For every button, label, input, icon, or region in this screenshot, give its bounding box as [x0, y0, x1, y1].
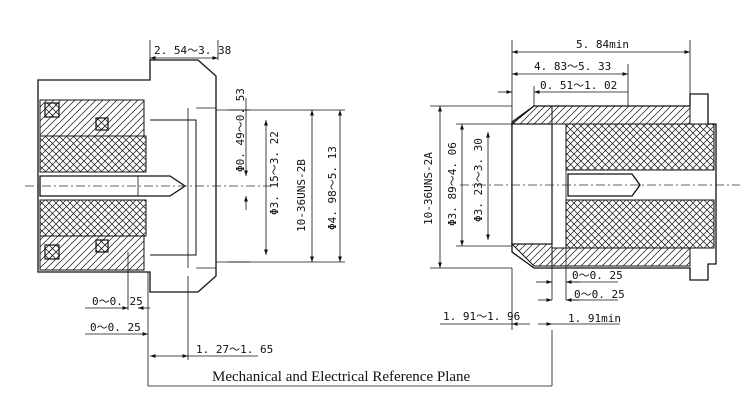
female-oring-top-inner — [95, 117, 109, 131]
male-body-dim: 4. 83～5. 33 — [534, 60, 611, 73]
male-overall-dim: 5. 84min — [576, 38, 629, 51]
male-lower-dielectric — [565, 199, 715, 249]
female-dimensions: 2. 54～3. 38 Φ0. 49～0. 53 Φ3. 15～3. 22 10… — [85, 40, 345, 360]
male-face — [511, 123, 553, 245]
female-oring-bottom-inner — [95, 239, 109, 253]
female-upper-dielectric — [39, 135, 147, 173]
female-bore — [150, 119, 197, 256]
male-gap-1-dim: 0～0. 25 — [572, 269, 623, 282]
female-overall-dim: 2. 54～3. 38 — [154, 44, 231, 57]
female-pin-gap-2-dim: 0～0. 25 — [90, 321, 141, 334]
female-outer-dia-dim: Φ4. 98～5. 13 — [326, 146, 339, 230]
male-gap-2-dim: 0～0. 25 — [574, 288, 625, 301]
male-step-dim: 0. 51～1. 02 — [540, 79, 617, 92]
female-thread-dim: 10-36UNS-2B — [295, 159, 308, 232]
female-lower-dielectric — [39, 199, 147, 237]
female-inner-bore-dim: Φ3. 15～3. 22 — [268, 131, 281, 215]
female-pin-gap-1-dim: 0～0. 25 — [92, 295, 143, 308]
male-upper-dielectric — [565, 123, 715, 171]
reference-plane-caption: Mechanical and Electrical Reference Plan… — [212, 369, 471, 385]
reference-plane: Mechanical and Electrical Reference Plan… — [147, 330, 553, 387]
male-min-len-dim: 1. 91min — [568, 312, 621, 325]
female-connector — [25, 59, 270, 293]
male-inner-dia-dim: Φ3. 23～3. 30 — [472, 138, 485, 222]
male-recess-dim: 1. 91～1. 96 — [443, 310, 520, 323]
male-upper-shell — [551, 105, 691, 125]
male-outer-dia-dim: Φ3. 89～4. 06 — [446, 142, 459, 226]
female-oring-top — [44, 102, 60, 118]
male-dimensions: 5. 84min 4. 83～5. 33 0. 51～1. 02 10-36UN… — [422, 38, 691, 330]
male-thread-dim: 10-36UNS-2A — [422, 152, 435, 225]
female-oring-bottom — [44, 244, 60, 260]
female-pin-depth-dim: 1. 27～1. 65 — [196, 343, 273, 356]
male-connector — [460, 93, 740, 281]
male-lower-shell — [551, 247, 691, 267]
female-pin-dia-dim: Φ0. 49～0. 53 — [234, 88, 247, 172]
